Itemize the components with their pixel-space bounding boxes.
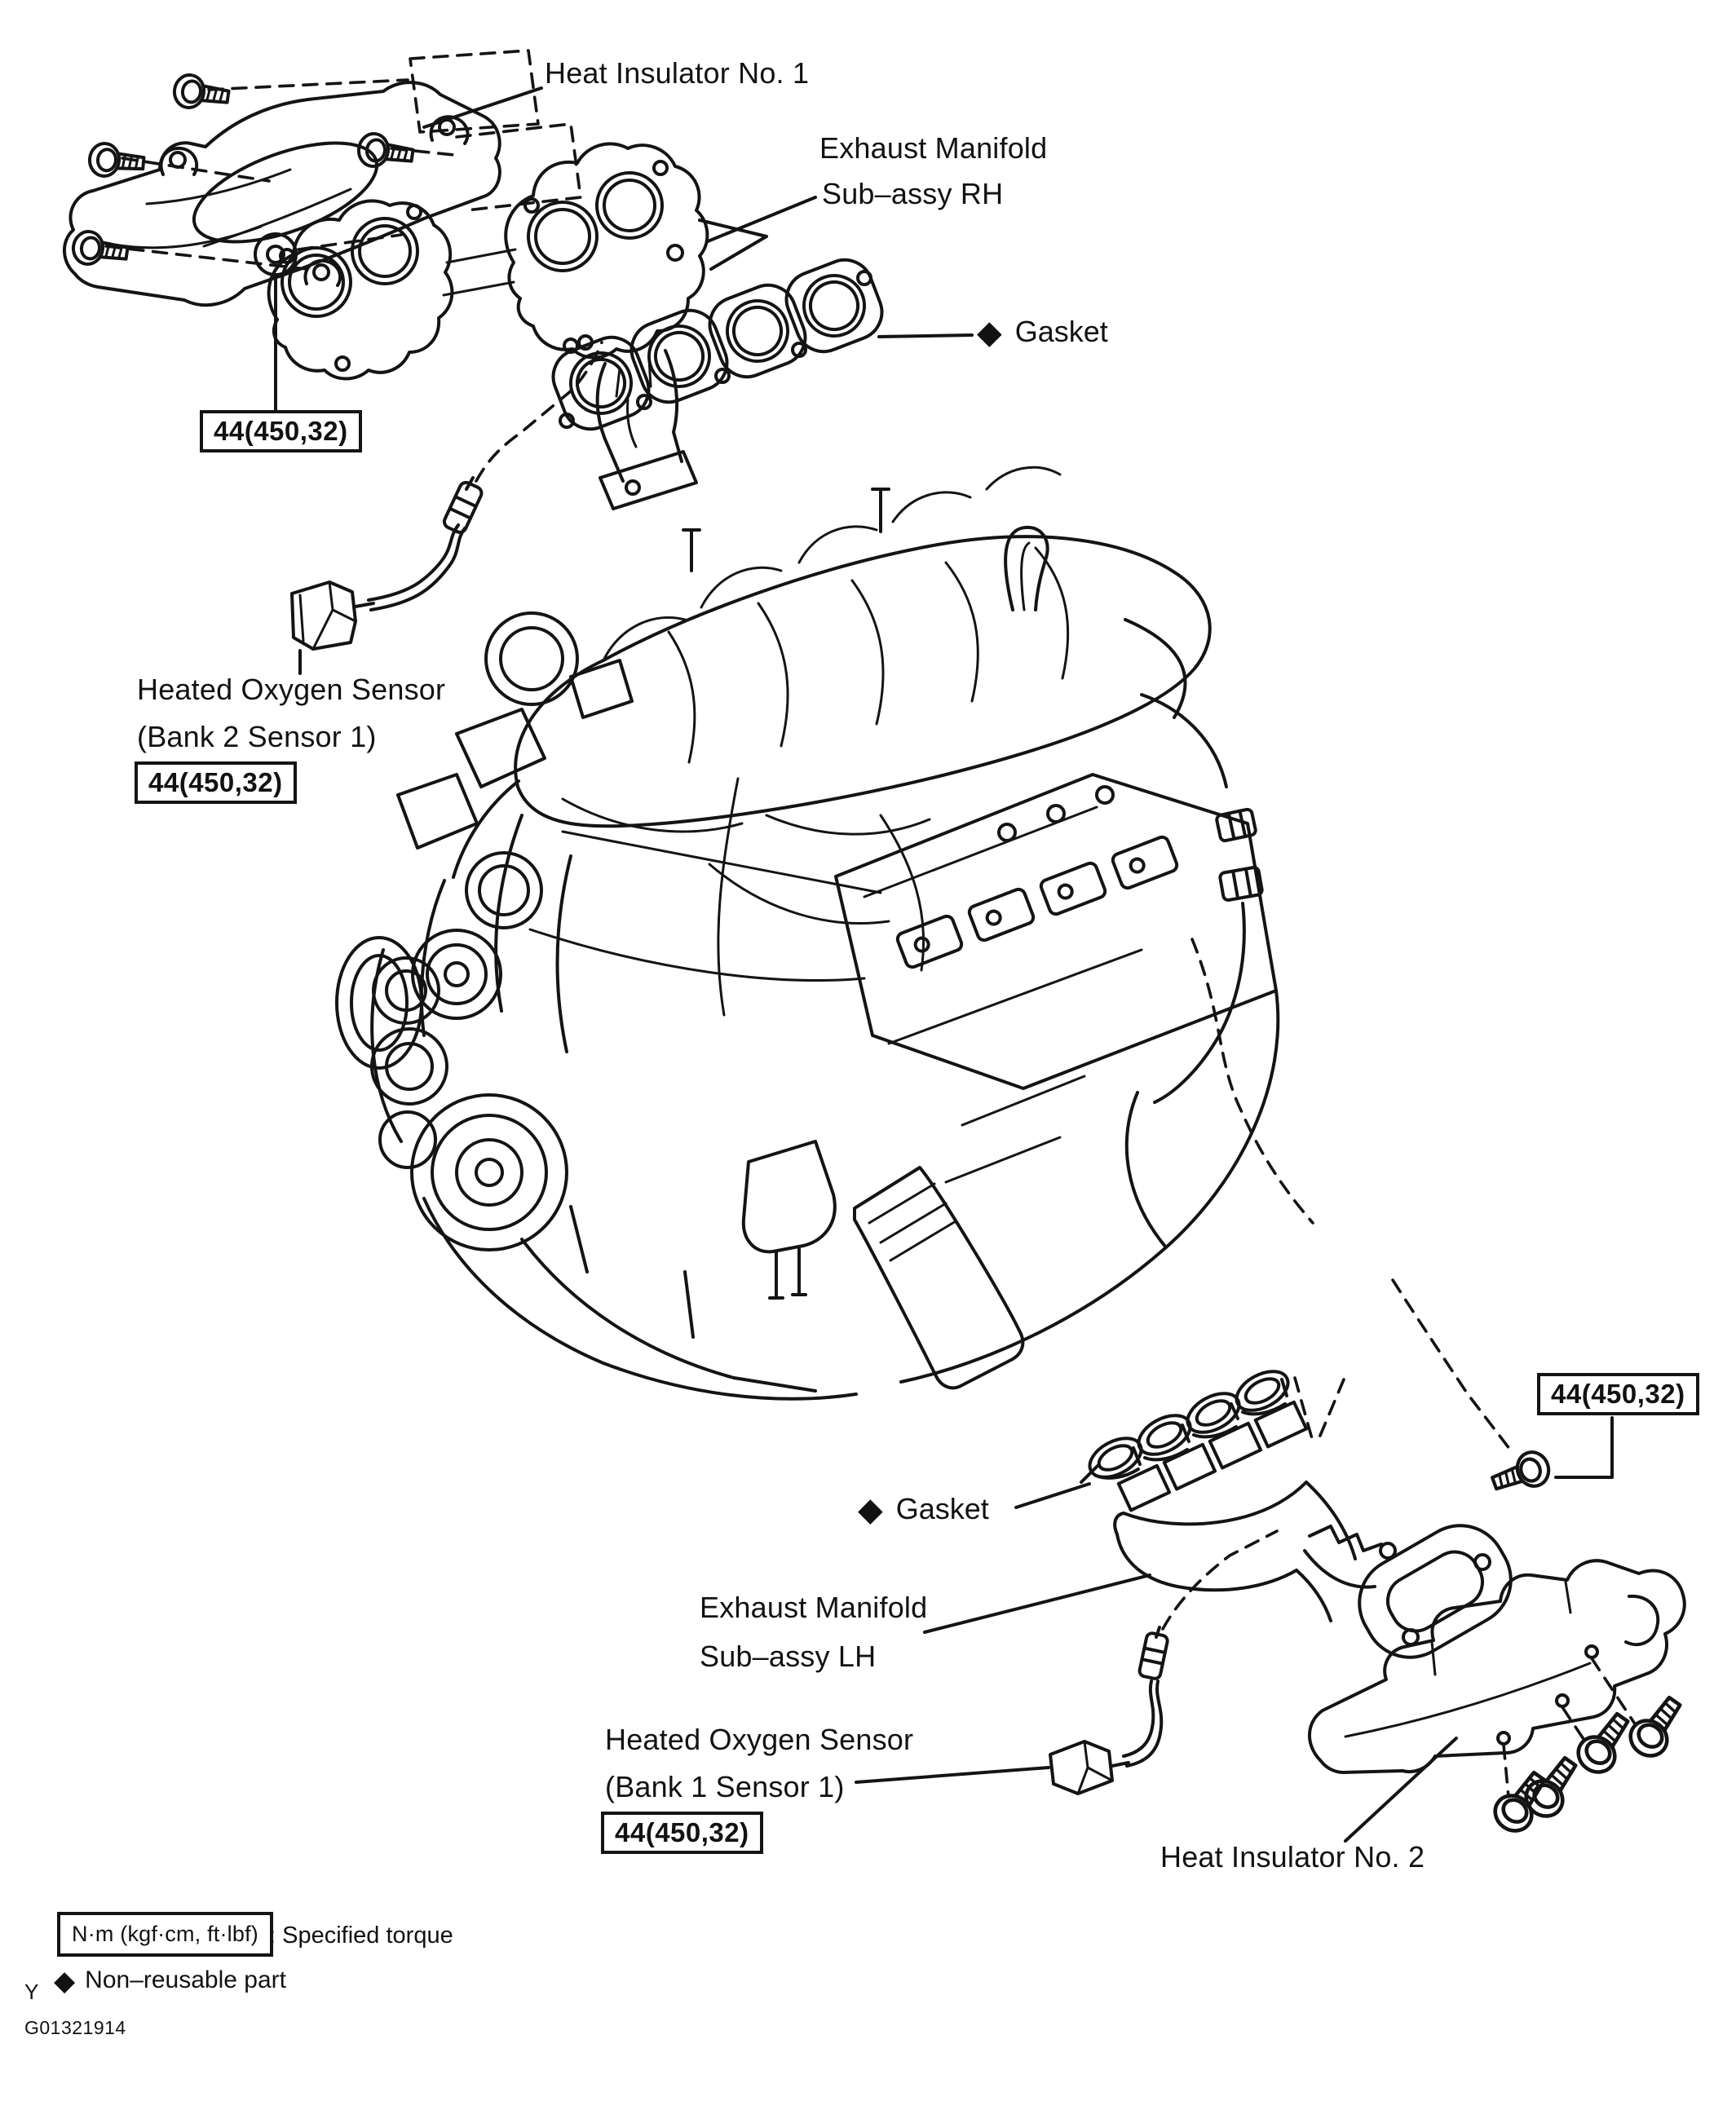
oxygen-sensor-b1-drawing xyxy=(1049,1529,1279,1795)
label-exhaust-manifold-lh-line2: Sub–assy LH xyxy=(700,1640,877,1673)
legend-non-reusable-text: Non–reusable part xyxy=(85,1966,286,1993)
legend-torque-units-box: N·m (kgf·cm, ft·lbf) xyxy=(57,1912,273,1957)
torque-box-b1-sensor: 44(450,32) xyxy=(601,1812,763,1854)
engine-assembly-drawing xyxy=(335,466,1314,1401)
label-exhaust-manifold-rh-line1: Exhaust Manifold xyxy=(819,131,1048,165)
heat-insulator-1-drawing xyxy=(62,81,501,307)
label-gasket-rh: ◆ Gasket xyxy=(977,315,1108,349)
heat-insulator-1-bolts xyxy=(69,49,582,271)
label-exhaust-manifold-lh-line1: Exhaust Manifold xyxy=(700,1591,928,1624)
legend-torque-meaning: : Specified torque xyxy=(269,1922,453,1949)
non-reusable-diamond-icon: ◆ xyxy=(977,315,1002,351)
non-reusable-diamond-icon: ◆ xyxy=(54,1966,76,1997)
exhaust-manifold-rh-drawing xyxy=(267,142,768,510)
non-reusable-diamond-icon: ◆ xyxy=(858,1492,883,1528)
legend-non-reusable: ◆ Non–reusable part xyxy=(54,1966,286,1997)
label-heated-oxygen-sensor-b2-line2: (Bank 2 Sensor 1) xyxy=(137,720,377,753)
label-leader-lines xyxy=(422,86,1458,1843)
label-gasket-lh-text: Gasket xyxy=(895,1492,989,1525)
torque-box-rh-manifold: 44(450,32) xyxy=(200,410,362,452)
label-heated-oxygen-sensor-b1-line2: (Bank 1 Sensor 1) xyxy=(605,1770,845,1803)
lh-manifold-bolt-and-leader xyxy=(1391,1278,1614,1499)
figure-code: G01321914 xyxy=(24,2017,126,2038)
torque-box-b2-sensor: 44(450,32) xyxy=(135,761,297,804)
label-heat-insulator-1: Heat Insulator No. 1 xyxy=(545,56,810,90)
label-exhaust-manifold-rh-line2: Sub–assy RH xyxy=(822,177,1004,210)
torque-box-lh-manifold: 44(450,32) xyxy=(1537,1373,1699,1415)
heat-insulator-2-bolts xyxy=(1488,1657,1690,1838)
label-heat-insulator-2: Heat Insulator No. 2 xyxy=(1160,1840,1425,1874)
gasket-lh-drawing xyxy=(1080,1370,1290,1484)
label-gasket-lh: ◆ Gasket xyxy=(858,1492,989,1526)
gasket-rh-drawing xyxy=(551,258,884,431)
label-gasket-rh-text: Gasket xyxy=(1014,315,1108,348)
heat-insulator-2-drawing xyxy=(1308,1559,1686,1774)
oxygen-sensor-b2-drawing xyxy=(290,341,603,675)
exhaust-manifold-lh-drawing xyxy=(1113,1376,1513,1659)
label-heated-oxygen-sensor-b2-line1: Heated Oxygen Sensor xyxy=(137,673,446,706)
page-marker: Y xyxy=(24,1980,39,2004)
manifold-nut-and-leader xyxy=(254,232,403,412)
label-heated-oxygen-sensor-b1-line1: Heated Oxygen Sensor xyxy=(605,1723,914,1756)
